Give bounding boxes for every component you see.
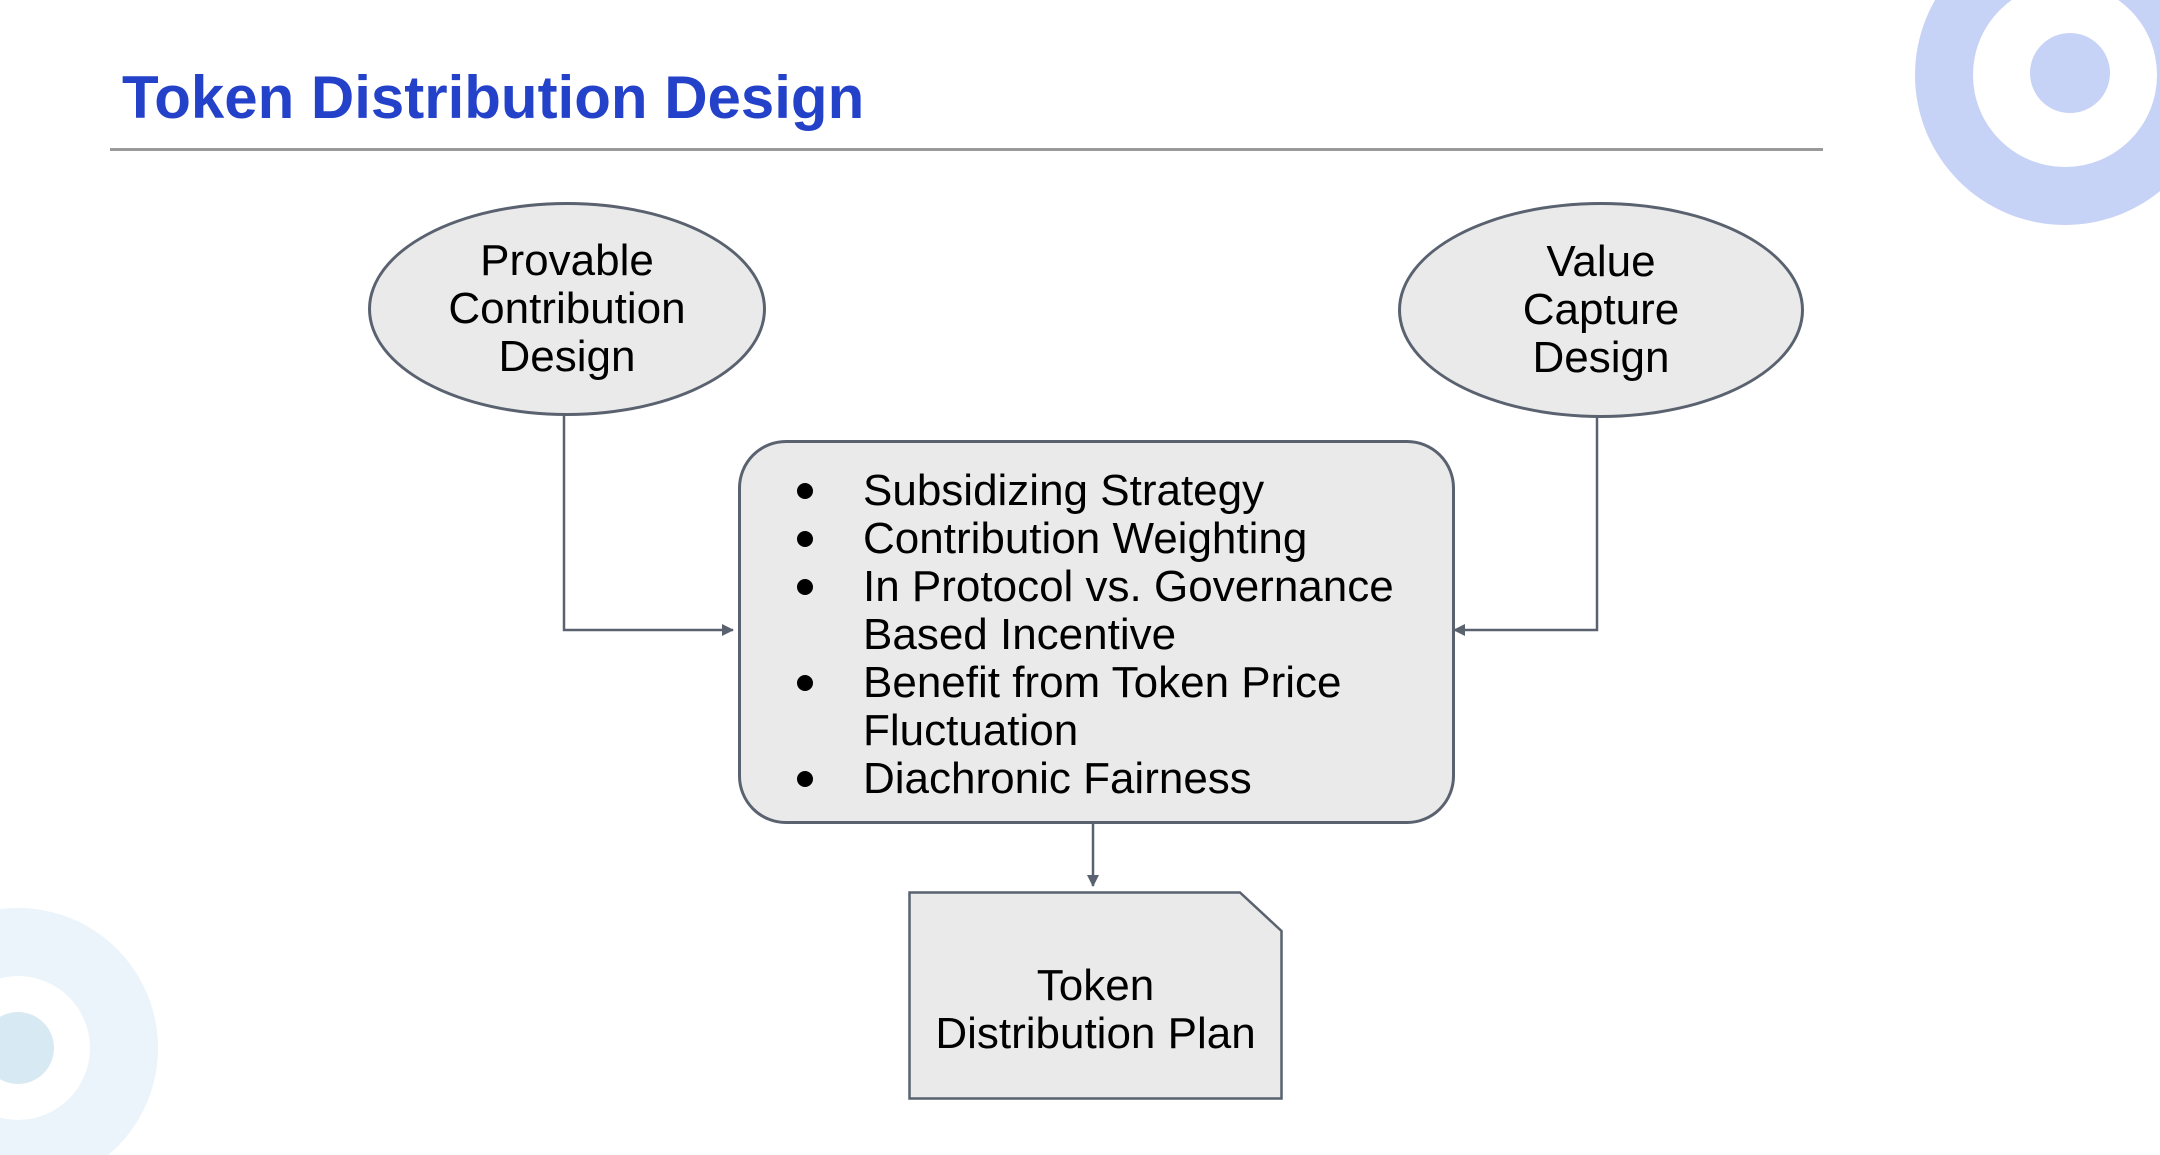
bullet-text: In Protocol vs. Governance Based Incenti… [863,562,1394,659]
bullet-text: Subsidizing Strategy [863,466,1265,515]
title-underline [110,148,1823,151]
bullet-item: Subsidizing Strategy [797,467,1394,515]
bullet-dot-icon [797,483,813,499]
node-label: Token Distribution Plan [935,960,1256,1058]
bullet-dot-icon [797,675,813,691]
bullet-item: Contribution Weighting [797,515,1394,563]
node-value-capture-design: Value Capture Design [1398,202,1804,418]
decorative-circle-top-right-inner [2030,33,2110,113]
slide-title: Token Distribution Design [122,64,865,131]
bullet-text: Benefit from Token Price Fluctuation [863,658,1342,755]
bullet-item: Benefit from Token Price Fluctuation [797,659,1394,755]
connector-right-elbow [1453,412,1599,636]
node-provable-contribution-design: Provable Contribution Design [368,202,766,416]
node-label: Value Capture Design [1522,237,1680,382]
node-label: Provable Contribution Design [448,236,686,381]
node-token-distribution-plan: Token Distribution Plan [908,891,1283,1100]
card-shape [908,891,1283,1100]
bullet-text: Diachronic Fairness [863,754,1252,803]
bullet-dot-icon [797,579,813,595]
bullet-dot-icon [797,531,813,547]
bullet-dot-icon [797,771,813,787]
bullet-item: Diachronic Fairness [797,755,1394,803]
bullet-text: Contribution Weighting [863,514,1308,563]
bullet-item: In Protocol vs. Governance Based Incenti… [797,563,1394,659]
connector-left-elbow [562,410,734,636]
